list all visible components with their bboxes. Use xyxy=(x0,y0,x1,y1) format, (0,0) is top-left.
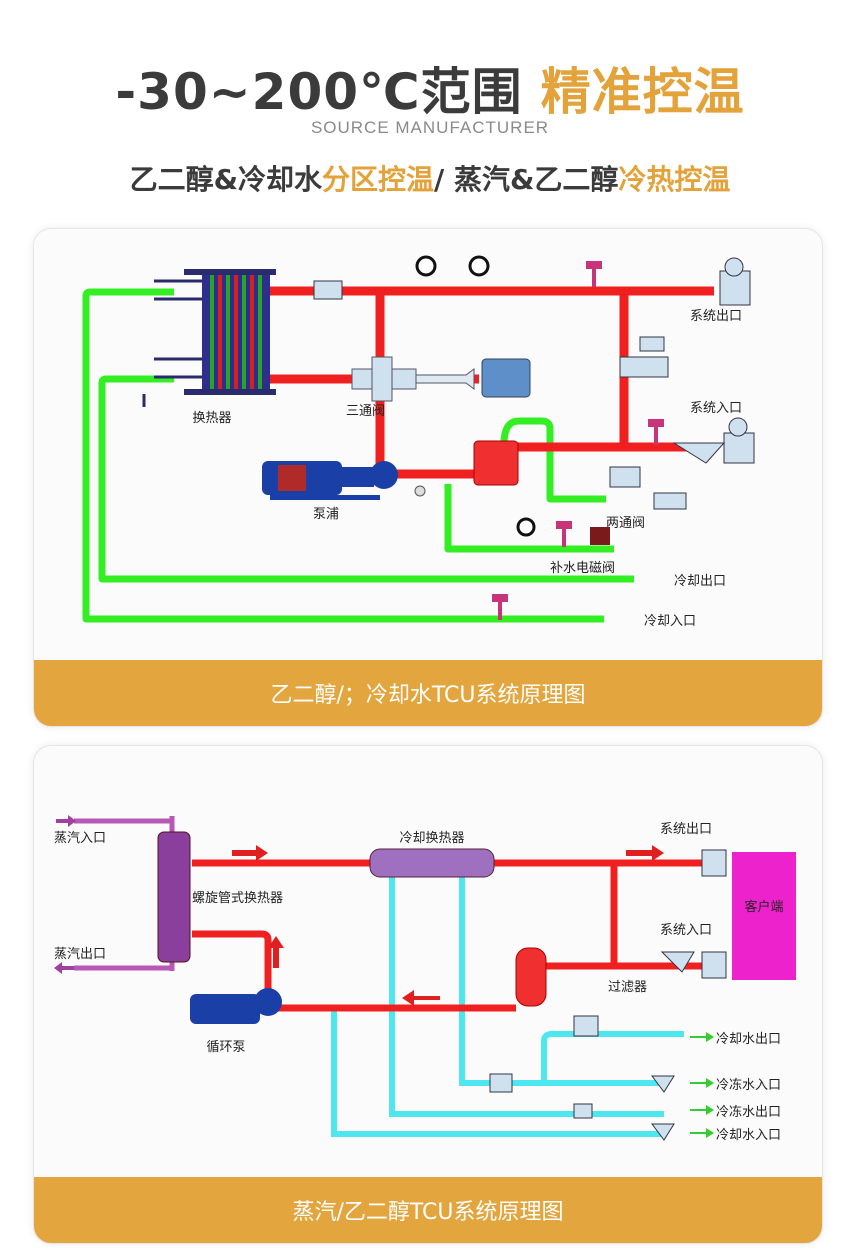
subtitle-english: SOURCE MANUFACTURER xyxy=(310,118,550,137)
green-pipes xyxy=(82,288,634,623)
label-circ-pump: 循环泵 xyxy=(206,1040,245,1055)
diagram-caption-2: 蒸汽/乙二醇TCU系统原理图 xyxy=(34,1177,822,1243)
page-title: -30~200℃范围精准控温 xyxy=(0,52,860,124)
temperature-sensors xyxy=(492,261,664,620)
diagram-card-steam-glycol: 螺旋管式换热器 冷却换热器 循环泵 客户端 xyxy=(33,745,823,1244)
spiral-heat-exchanger xyxy=(157,831,191,963)
label-cooling-water-in: 冷却水入口 xyxy=(716,1128,781,1143)
circulation-pump: 循环泵 xyxy=(190,988,282,1055)
label-steam-in: 蒸汽入口 xyxy=(54,831,106,846)
glycol-cooling-diagram: 换热器 三通阀 泵浦 xyxy=(82,255,755,629)
label-system-in: 系统入口 xyxy=(690,401,742,416)
valves-2 xyxy=(489,849,727,1141)
plate-heat-exchanger: 换热器 xyxy=(142,269,276,426)
label-cooling-water-out: 冷却水出口 xyxy=(716,1032,781,1047)
title-accent: 精准控温 xyxy=(540,63,745,121)
tagline: 乙二醇&冷却水分区控温/ 蒸汽&乙二醇冷热控温 xyxy=(0,158,860,198)
label-cooling-hx: 冷却换热器 xyxy=(399,831,464,846)
cyan-pipes xyxy=(331,866,684,1137)
expansion-tank-2 xyxy=(515,947,547,1007)
two-way-valve: 两通阀 xyxy=(606,466,687,531)
label-chilled-water-out: 冷冻水出口 xyxy=(716,1104,781,1120)
label-system-out: 系统出口 xyxy=(690,309,742,324)
three-way-valve: 三通阀 xyxy=(346,356,531,419)
label-makeup-valve: 补水电磁阀 xyxy=(550,561,615,576)
label-system-out-2: 系统出口 xyxy=(660,822,712,837)
drain-valve-icon xyxy=(414,485,426,497)
pressure-gauges xyxy=(415,255,536,537)
client-block xyxy=(732,852,796,980)
page-header: -30~200℃范围精准控温 SOURCE MANUFACTURER 乙二醇&冷… xyxy=(0,0,860,215)
cooling-heat-exchanger xyxy=(369,848,495,878)
steam-arrows xyxy=(54,815,76,974)
tagline-highlight-2: 冷热控温 xyxy=(618,163,731,196)
flow-arrows-red xyxy=(232,845,664,1006)
flow-arrows-green xyxy=(690,1032,714,1138)
label-chilled-water-in: 冷冻水入口 xyxy=(716,1077,781,1093)
label-spiral-hx: 螺旋管式换热器 xyxy=(192,891,283,906)
tagline-highlight-1: 分区控温 xyxy=(321,163,434,196)
diagram-card-glycol-cooling: 换热器 三通阀 泵浦 xyxy=(33,228,823,727)
label-system-in-2: 系统入口 xyxy=(660,923,712,938)
label-client: 客户端 xyxy=(744,899,783,915)
expansion-tank xyxy=(473,440,519,486)
label-filter: 过滤器 xyxy=(608,980,647,995)
valves-right xyxy=(313,257,755,464)
makeup-solenoid-valve: 补水电磁阀 xyxy=(550,527,615,576)
tagline-part-2: / 蒸汽&乙二醇 xyxy=(434,163,619,196)
label-pump: 泵浦 xyxy=(313,507,339,522)
steam-glycol-diagram: 螺旋管式换热器 冷却换热器 循环泵 客户端 xyxy=(54,815,796,1143)
label-cooling-in: 冷却入口 xyxy=(644,614,696,629)
label-two-way-valve: 两通阀 xyxy=(606,516,645,531)
label-heat-exchanger: 换热器 xyxy=(192,411,231,426)
diagram-caption-1: 乙二醇/；冷却水TCU系统原理图 xyxy=(34,660,822,726)
label-steam-out: 蒸汽出口 xyxy=(54,947,106,962)
tagline-part-1: 乙二醇&冷却水 xyxy=(129,163,322,196)
pump: 泵浦 xyxy=(262,461,398,522)
label-three-way-valve: 三通阀 xyxy=(346,404,385,419)
label-cooling-out: 冷却出口 xyxy=(674,574,726,589)
title-main: -30~200℃范围 xyxy=(115,63,523,121)
